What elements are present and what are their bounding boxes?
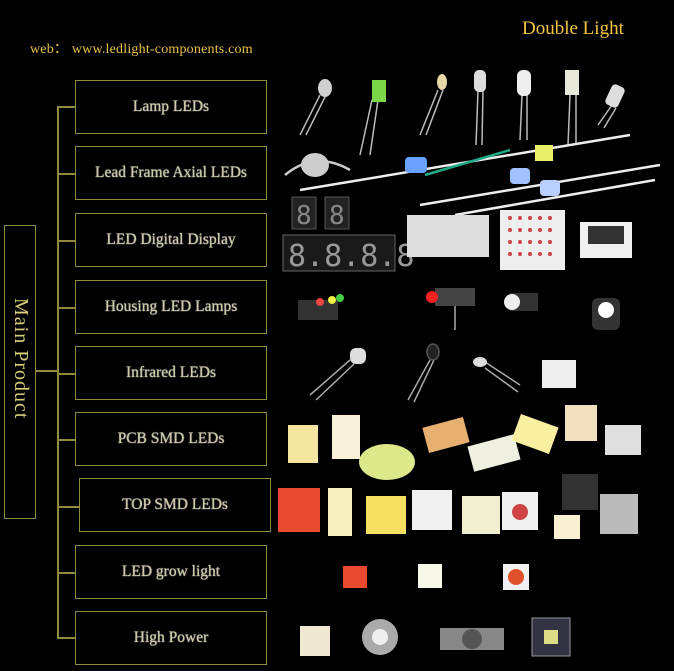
- category-label: Lead Frame Axial LEDs: [95, 164, 247, 181]
- housing-lamp-photos: [298, 288, 620, 330]
- category-label: LED Digital Display: [106, 231, 236, 248]
- category-label: Housing LED Lamps: [104, 298, 238, 315]
- connector: [57, 439, 75, 441]
- connector: [57, 506, 79, 508]
- brand-title: Double Light: [522, 18, 624, 39]
- axial-led-photos: [284, 133, 661, 217]
- category-label: High Power: [133, 629, 209, 646]
- category-pcb-smd-leds[interactable]: PCB SMD LEDs: [75, 412, 267, 466]
- grow-light-photos: [343, 564, 529, 590]
- connector: [36, 370, 58, 372]
- connector: [57, 572, 75, 574]
- category-lamp-leds[interactable]: Lamp LEDs: [75, 80, 267, 134]
- category-label: Lamp LEDs: [132, 98, 210, 115]
- svg-text:8.8.8.8: 8.8.8.8: [288, 239, 414, 274]
- infrared-led-photos: [309, 343, 576, 403]
- category-label: LED grow light: [121, 563, 221, 580]
- category-infrared-leds[interactable]: Infrared LEDs: [75, 346, 267, 400]
- connector: [57, 637, 75, 639]
- connector: [57, 173, 75, 175]
- top-smd-photos: [278, 474, 638, 539]
- connector: [57, 307, 75, 309]
- high-power-photos: [300, 617, 571, 657]
- main-product-label: Main Product: [10, 298, 32, 420]
- category-grow-light[interactable]: LED grow light: [75, 545, 267, 599]
- category-label: PCB SMD LEDs: [117, 430, 225, 447]
- main-product-box: [4, 225, 36, 519]
- category-housing-lamps[interactable]: Housing LED Lamps: [75, 280, 267, 334]
- lamp-led-photos: [299, 70, 625, 156]
- digital-display-photos: 8 8 8.8.8.8: [282, 196, 632, 274]
- connector: [57, 106, 59, 638]
- connector: [57, 373, 75, 375]
- category-high-power[interactable]: High Power: [75, 611, 267, 665]
- connector: [57, 106, 75, 108]
- category-label: TOP SMD LEDs: [122, 496, 228, 513]
- svg-text:8: 8: [329, 201, 345, 231]
- pcb-smd-photos: [288, 405, 641, 480]
- svg-text:8: 8: [296, 201, 312, 231]
- connector: [57, 240, 75, 242]
- category-digital-display[interactable]: LED Digital Display: [75, 213, 267, 267]
- category-top-smd-leds[interactable]: TOP SMD LEDs: [79, 478, 271, 532]
- category-axial-leds[interactable]: Lead Frame Axial LEDs: [75, 146, 267, 200]
- website-text: web： www.ledlight-components.com: [30, 42, 253, 57]
- category-label: Infrared LEDs: [126, 364, 216, 381]
